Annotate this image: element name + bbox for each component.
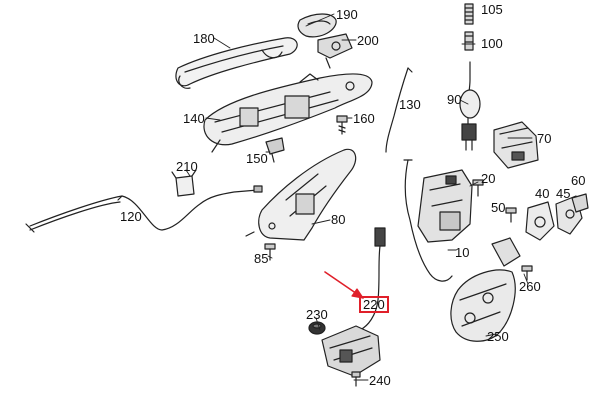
callout-20: 20 <box>481 171 496 186</box>
callout-80: 80 <box>331 212 346 227</box>
callout-190: 190 <box>336 7 358 22</box>
screw-260 <box>521 265 533 281</box>
callout-130: 130 <box>399 97 421 112</box>
grommet-230 <box>308 321 326 335</box>
callout-10: 10 <box>455 245 470 260</box>
rod-130 <box>385 67 413 153</box>
callout-180: 180 <box>193 31 215 46</box>
outer-door-handle <box>175 37 298 89</box>
screw-160 <box>336 115 348 135</box>
callout-160: 160 <box>353 111 375 126</box>
actuator-240 <box>321 325 381 387</box>
callout-85: 85 <box>254 251 269 266</box>
callout-220-highlighted: 220 <box>359 296 389 313</box>
bracket-250 <box>450 269 516 342</box>
screw-50 <box>505 207 517 223</box>
handle-end-cap <box>297 13 337 38</box>
callout-120: 120 <box>120 209 142 224</box>
callout-140: 140 <box>183 111 205 126</box>
latch-part-60 <box>571 193 589 213</box>
callout-100: 100 <box>481 36 503 51</box>
lock-housing <box>417 169 473 243</box>
callout-105: 105 <box>481 2 503 17</box>
rod-90 <box>459 61 481 151</box>
callout-70: 70 <box>537 131 552 146</box>
cable-10 <box>403 159 453 282</box>
callout-50: 50 <box>491 200 506 215</box>
module-70 <box>493 121 539 169</box>
cable-220 <box>359 227 386 331</box>
bracket-80 <box>245 148 357 241</box>
callout-250: 250 <box>487 329 509 344</box>
callout-240: 240 <box>369 373 391 388</box>
callout-150: 150 <box>246 151 268 166</box>
clip-150 <box>265 137 285 163</box>
screw-85 <box>264 243 276 261</box>
pin-100 <box>464 31 474 51</box>
callout-90: 90 <box>447 92 462 107</box>
leader-lines <box>185 13 533 381</box>
callout-45: 45 <box>556 186 571 201</box>
callout-230: 230 <box>306 307 328 322</box>
cable-120 <box>25 185 263 233</box>
callout-40: 40 <box>535 186 550 201</box>
bracket-small <box>491 237 521 267</box>
lock-cylinder <box>317 33 353 69</box>
red-arrow <box>324 271 364 299</box>
pin-105 <box>464 3 474 25</box>
handle-carrier <box>203 73 373 153</box>
callout-260: 260 <box>519 279 541 294</box>
latch-plate-40 <box>525 201 555 241</box>
bracket-210 <box>171 169 197 197</box>
callout-210: 210 <box>176 159 198 174</box>
callout-200: 200 <box>357 33 379 48</box>
callout-60: 60 <box>571 173 586 188</box>
